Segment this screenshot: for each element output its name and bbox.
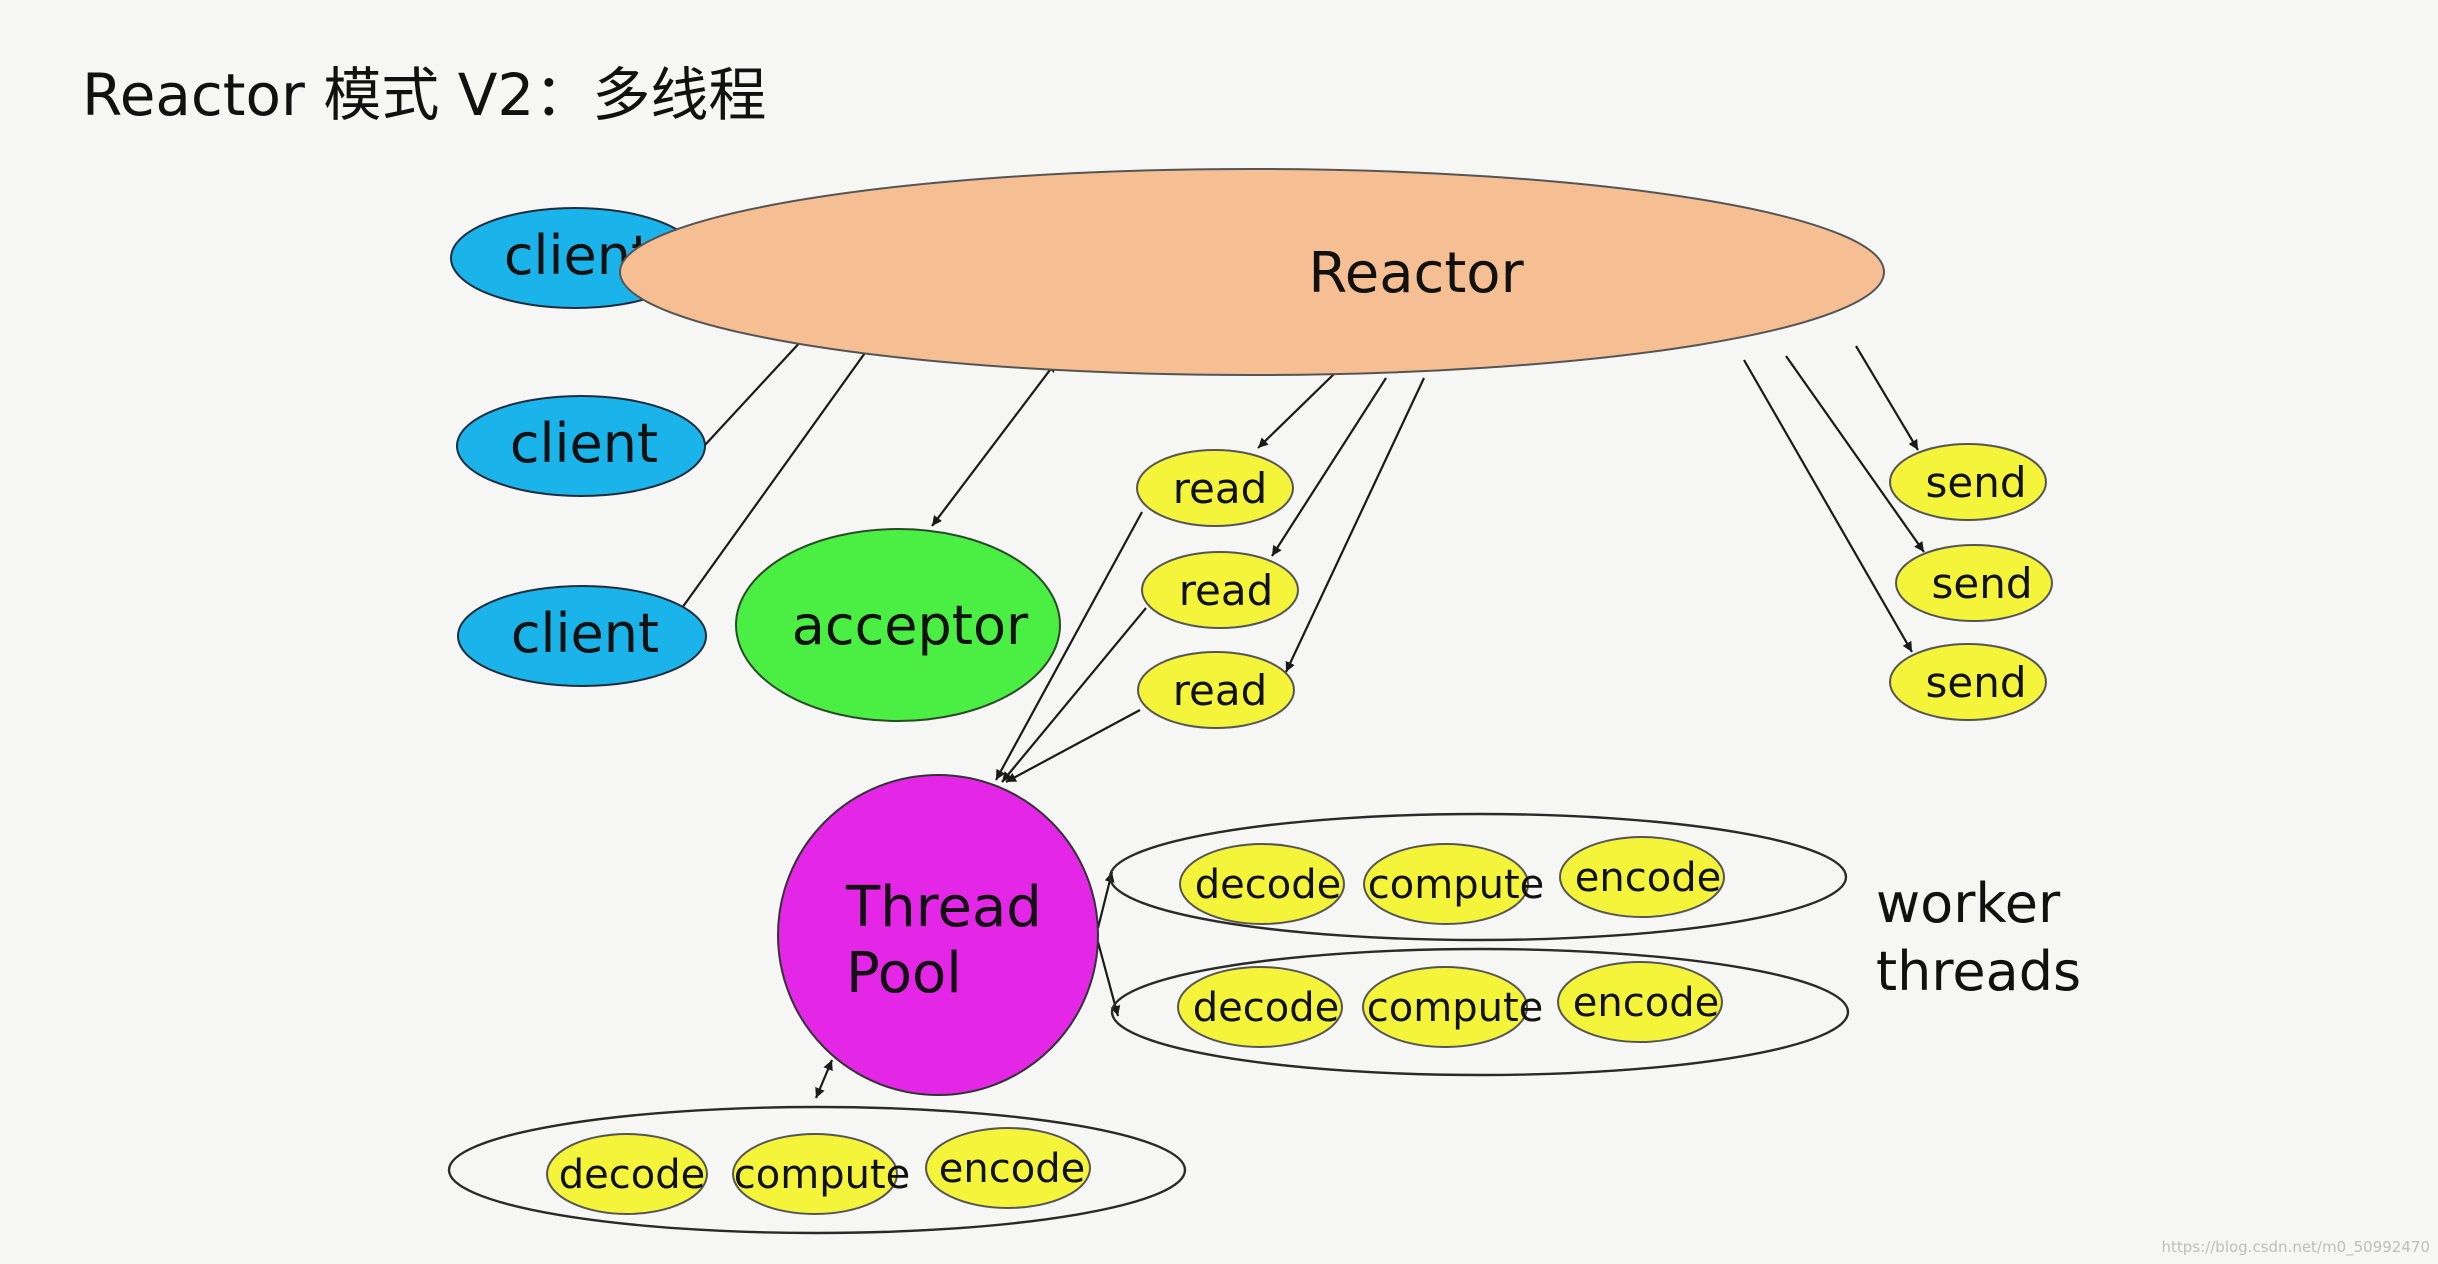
client-label: client <box>510 412 658 475</box>
send-label: send <box>1925 458 2026 507</box>
client-node-2: client <box>456 395 706 497</box>
svg-text:encode: encode <box>1573 980 1719 1026</box>
thread-pool-label-line1: Thread <box>845 875 1042 940</box>
encode-task: encode <box>925 1127 1091 1209</box>
acceptor-label: acceptor <box>792 594 1029 657</box>
edge-read1-pool <box>995 511 1143 781</box>
read-node-2: read <box>1141 551 1299 629</box>
watermark-text: https://blog.csdn.net/m0_50992470 <box>2162 1238 2430 1257</box>
edge-reactor-send1 <box>1855 345 1919 451</box>
page-title: Reactor 模式 V2：多线程 <box>82 61 767 129</box>
edge-reactor-read3 <box>1285 377 1425 673</box>
send-node-3: send <box>1889 643 2047 721</box>
client-label: client <box>511 602 659 665</box>
svg-text:encode: encode <box>1575 855 1721 901</box>
compute-task: compute <box>1362 966 1543 1048</box>
worker-group-2: decode compute encode <box>1110 947 1850 1077</box>
encode-task: encode <box>1559 836 1725 918</box>
edge-reactor-read1 <box>1257 373 1335 449</box>
thread-pool-node: Thread Pool <box>777 774 1099 1096</box>
read-node-1: read <box>1136 449 1294 527</box>
svg-text:decode: decode <box>1193 985 1339 1031</box>
worker-threads-label-line1: worker <box>1876 872 2061 935</box>
send-label: send <box>1931 559 2032 608</box>
reactor-node: Reactor <box>619 168 1885 376</box>
edge-reactor-read2 <box>1271 377 1387 557</box>
read-label: read <box>1173 464 1268 513</box>
worker-group-1: decode compute encode <box>1108 812 1848 942</box>
decode-task: decode <box>1177 966 1343 1048</box>
worker-group-3: decode compute encode <box>447 1105 1187 1235</box>
edge-read2-pool <box>1001 607 1147 783</box>
edge-reactor-send3 <box>1743 359 1913 653</box>
read-label: read <box>1179 566 1274 615</box>
edge-pool-group3 <box>814 1059 834 1099</box>
svg-text:decode: decode <box>1195 862 1341 908</box>
thread-pool-label-line2: Pool <box>846 941 962 1006</box>
decode-task: decode <box>546 1133 708 1215</box>
svg-text:compute: compute <box>734 1152 910 1198</box>
reactor-label: Reactor <box>1308 241 1524 306</box>
worker-group-ring <box>447 1105 1187 1235</box>
client-node-3: client <box>457 585 707 687</box>
encode-task: encode <box>1557 961 1723 1043</box>
worker-group-ring <box>1108 812 1848 942</box>
compute-task: compute <box>732 1133 910 1215</box>
edge-client3-reactor <box>681 331 881 609</box>
svg-text:decode: decode <box>559 1152 705 1198</box>
svg-text:compute: compute <box>1368 862 1544 908</box>
compute-task: compute <box>1363 843 1544 925</box>
send-node-2: send <box>1895 544 2053 622</box>
worker-threads-label-line2: threads <box>1876 940 2081 1003</box>
read-label: read <box>1173 666 1268 715</box>
acceptor-node: acceptor <box>735 528 1061 722</box>
send-node-1: send <box>1889 443 2047 521</box>
edges <box>681 267 1925 1099</box>
worker-group-ring <box>1110 947 1850 1077</box>
send-label: send <box>1925 658 2026 707</box>
edge-reactor-acceptor <box>931 361 1057 527</box>
edge-read3-pool <box>1005 709 1141 783</box>
svg-text:compute: compute <box>1367 985 1543 1031</box>
read-node-3: read <box>1137 651 1295 729</box>
svg-text:encode: encode <box>939 1146 1085 1192</box>
decode-task: decode <box>1179 843 1345 925</box>
edge-reactor-send2 <box>1785 355 1925 553</box>
